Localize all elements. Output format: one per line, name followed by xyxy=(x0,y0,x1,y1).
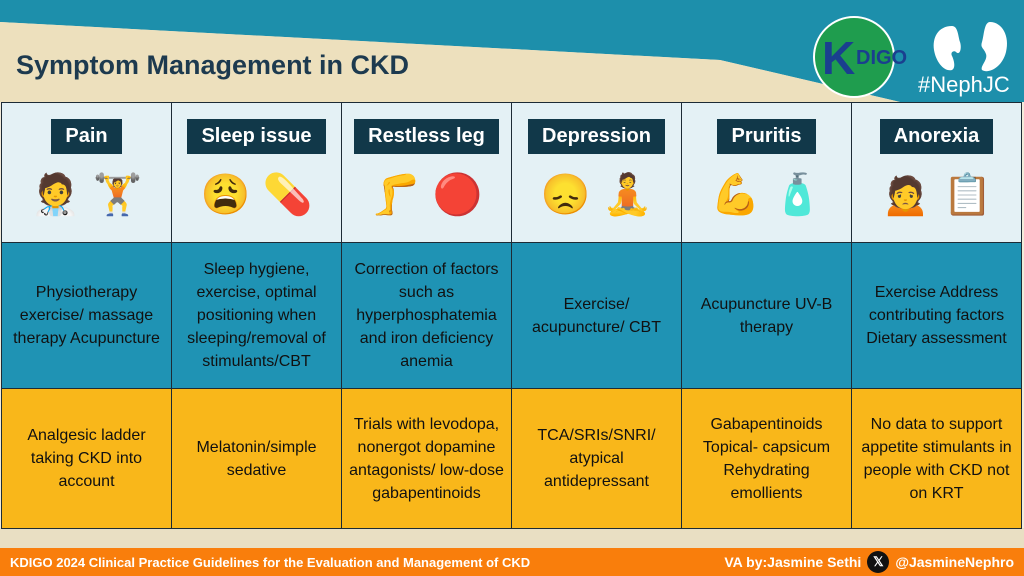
x-logo-icon: 𝕏 xyxy=(867,551,890,573)
symptom-label: Sleep issue xyxy=(187,119,326,154)
non-pharmacological-row: Physiotherapy exercise/ massage therapy … xyxy=(1,242,1022,389)
symptom-label: Restless leg xyxy=(354,119,499,154)
blood-cells-icon: 🔴 xyxy=(432,173,483,217)
intervention-cell: Physiotherapy exercise/ massage therapy … xyxy=(1,242,172,389)
symptom-cell: Anorexia 🙍📋 xyxy=(851,102,1022,243)
pharmacological-cell: TCA/SRIs/SNRI/ atypical antidepressant xyxy=(511,388,682,529)
intervention-cell: Acupuncture UV-B therapy xyxy=(681,242,852,389)
intervention-cell: Exercise Address contributing factors Di… xyxy=(851,242,1022,389)
symptom-cell: Restless leg 🦵🔴 xyxy=(341,102,512,243)
symptom-header-row: Pain🧑‍⚕️🏋️ Sleep issue😩💊 Restless leg🦵🔴 … xyxy=(1,102,1022,243)
massage-icon: 🧑‍⚕️ xyxy=(30,173,81,217)
leg-icon: 🦵 xyxy=(370,173,421,217)
pharmacological-row: Analgesic ladder taking CKD into account… xyxy=(1,388,1022,529)
intervention-cell: Correction of factors such as hyperphosp… xyxy=(341,242,512,389)
intervention-cell: Sleep hygiene, exercise, optimal positio… xyxy=(171,242,342,389)
symptom-cell: Pruritis 💪🧴 xyxy=(681,102,852,243)
pharmacological-cell: Trials with levodopa, nonergot dopamine … xyxy=(341,388,512,529)
footer-handle[interactable]: @JasmineNephro xyxy=(895,554,1014,570)
svg-text:K: K xyxy=(822,32,855,84)
symptom-label: Depression xyxy=(528,119,665,154)
symptom-label: Pain xyxy=(51,119,122,154)
clipboard-icon: 📋 xyxy=(942,173,993,217)
page-title: Symptom Management in CKD xyxy=(16,50,410,80)
footer-credit: VA by:Jasmine Sethi xyxy=(724,554,862,570)
tired-person-icon: 😩 xyxy=(200,173,251,217)
pill-icon: 💊 xyxy=(262,173,313,217)
pharmacological-cell: Gabapentinoids Topical- capsicum Rehydra… xyxy=(681,388,852,529)
intervention-cell: Exercise/ acupuncture/ CBT xyxy=(511,242,682,389)
symptom-label: Anorexia xyxy=(879,119,994,154)
footer-source: KDIGO 2024 Clinical Practice Guidelines … xyxy=(10,554,531,570)
hashtag: #NephJC xyxy=(918,72,1010,97)
sad-person-icon: 😞 xyxy=(540,173,591,217)
yoga-icon: 🧘 xyxy=(602,173,653,217)
footer: KDIGO 2024 Clinical Practice Guidelines … xyxy=(0,548,1024,576)
kdigo-logo: K DIGO xyxy=(813,16,1008,98)
exercise-icon: 🏋️ xyxy=(92,173,143,217)
itchy-skin-icon: 💪 xyxy=(710,173,761,217)
pharmacological-cell: Analgesic ladder taking CKD into account xyxy=(1,388,172,529)
cream-icon: 🧴 xyxy=(772,173,823,217)
symptom-table: Pain🧑‍⚕️🏋️ Sleep issue😩💊 Restless leg🦵🔴 … xyxy=(1,102,1022,529)
symptom-cell: Pain 🧑‍⚕️🏋️ xyxy=(1,102,172,243)
symptom-cell: Sleep issue 😩💊 xyxy=(171,102,342,243)
no-appetite-icon: 🙍 xyxy=(880,173,931,217)
pharmacological-cell: No data to support appetite stimulants i… xyxy=(851,388,1022,529)
svg-text:DIGO: DIGO xyxy=(856,47,907,69)
symptom-cell: Depression 😞🧘 xyxy=(511,102,682,243)
symptom-label: Pruritis xyxy=(717,119,816,154)
pharmacological-cell: Melatonin/simple sedative xyxy=(171,388,342,529)
